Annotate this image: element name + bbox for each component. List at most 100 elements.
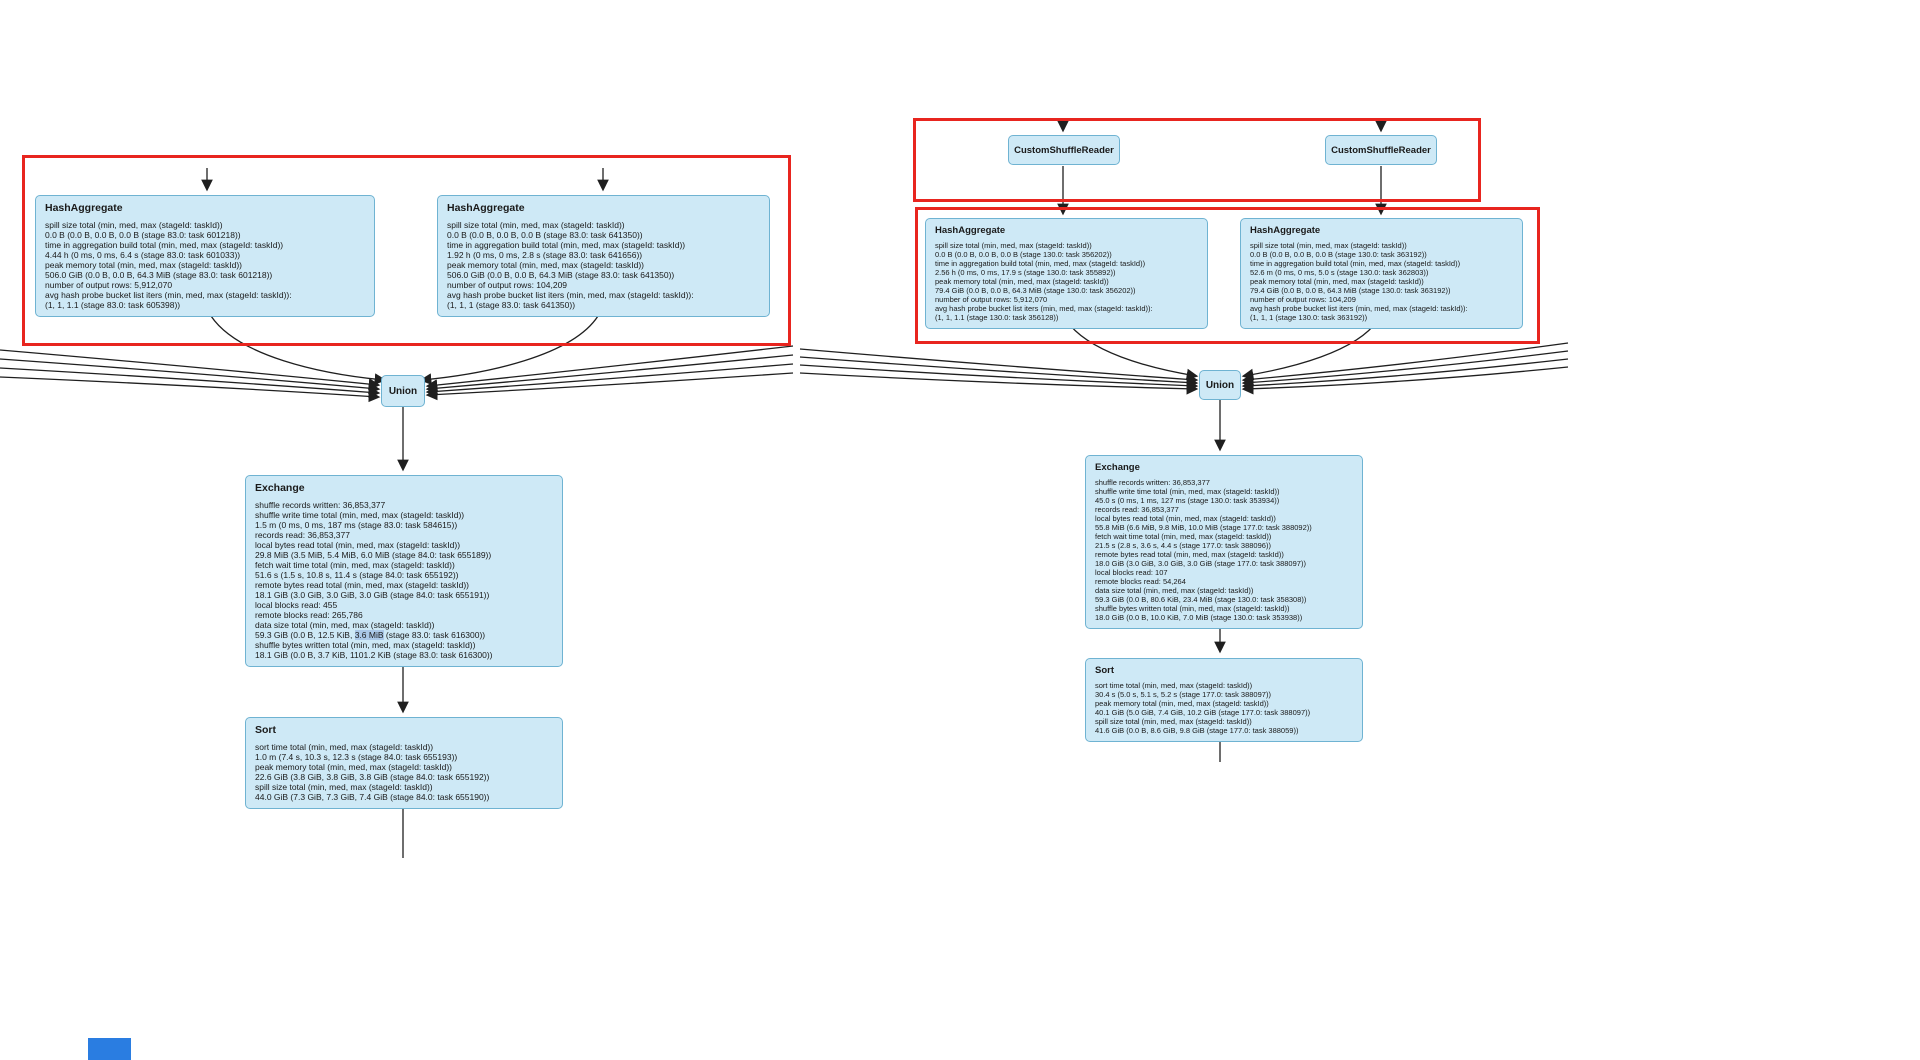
exchange-node[interactable]: Exchange shuffle records written: 36,853… — [1085, 455, 1363, 629]
metric-line: time in aggregation build total (min, me… — [447, 240, 686, 250]
metric-line: 52.6 m (0 ms, 0 ms, 5.0 s (stage 130.0: … — [1250, 268, 1429, 277]
metric-line: 1.5 m (0 ms, 0 ms, 187 ms (stage 83.0: t… — [255, 520, 458, 530]
hashaggregate-node[interactable]: HashAggregate spill size total (min, med… — [1240, 218, 1523, 329]
metric-line: peak memory total (min, med, max (stageI… — [255, 762, 452, 772]
metric-line: (1, 1, 1.1 (stage 83.0: task 605398)) — [45, 300, 181, 310]
metric-line: 22.6 GiB (3.8 GiB, 3.8 GiB, 3.8 GiB (sta… — [255, 772, 490, 782]
metric-line: 29.8 MiB (3.5 MiB, 5.4 MiB, 6.0 MiB (sta… — [255, 550, 492, 560]
metric-line: 506.0 GiB (0.0 B, 0.0 B, 64.3 MiB (stage… — [447, 270, 675, 280]
metric-line: 40.1 GiB (5.0 GiB, 7.4 GiB, 10.2 GiB (st… — [1095, 708, 1311, 717]
metric-line: local blocks read: 107 — [1095, 568, 1168, 577]
metric-line: shuffle write time total (min, med, max … — [1095, 487, 1280, 496]
metric-line: spill size total (min, med, max (stageId… — [447, 220, 625, 230]
exchange-node[interactable]: Exchange shuffle records written: 36,853… — [245, 475, 563, 667]
metric-line: 1.0 m (7.4 s, 10.3 s, 12.3 s (stage 84.0… — [255, 752, 458, 762]
metric-text: (stage 83.0: task 616300)) — [383, 630, 486, 640]
metric-line: 45.0 s (0 ms, 1 ms, 127 ms (stage 130.0:… — [1095, 496, 1280, 505]
selection-highlight: 3.6 MiB — [354, 630, 384, 640]
metric-line: local blocks read: 455 — [255, 600, 338, 610]
metric-line: time in aggregation build total (min, me… — [1250, 259, 1461, 268]
metric-line: peak memory total (min, med, max (stageI… — [45, 260, 242, 270]
node-title: Sort — [255, 724, 276, 736]
metric-line: peak memory total (min, med, max (stageI… — [1095, 699, 1269, 708]
node-title: HashAggregate — [45, 202, 123, 214]
node-metrics: sort time total (min, med, max (stageId:… — [255, 742, 553, 802]
metric-line: number of output rows: 5,912,070 — [45, 280, 173, 290]
metric-line: records read: 36,853,377 — [1095, 505, 1179, 514]
metric-line: 506.0 GiB (0.0 B, 0.0 B, 64.3 MiB (stage… — [45, 270, 273, 280]
metric-line: spill size total (min, med, max (stageId… — [935, 241, 1092, 250]
metric-line: remote blocks read: 54,264 — [1095, 577, 1186, 586]
union-node[interactable]: Union — [381, 375, 425, 407]
metric-line: shuffle bytes written total (min, med, m… — [255, 640, 476, 650]
metric-line: records read: 36,853,377 — [255, 530, 350, 540]
node-metrics: spill size total (min, med, max (stageId… — [935, 241, 1198, 322]
metric-line: local bytes read total (min, med, max (s… — [255, 540, 461, 550]
node-title: HashAggregate — [1250, 225, 1321, 236]
metric-line: 30.4 s (5.0 s, 5.1 s, 5.2 s (stage 177.0… — [1095, 690, 1271, 699]
metric-line: number of output rows: 104,209 — [1250, 295, 1356, 304]
sort-node[interactable]: Sort sort time total (min, med, max (sta… — [1085, 658, 1363, 742]
node-title: Exchange — [255, 482, 305, 494]
metric-line: avg hash probe bucket list iters (min, m… — [1250, 304, 1468, 313]
metric-line: fetch wait time total (min, med, max (st… — [1095, 532, 1272, 541]
metric-line: 55.8 MiB (6.6 MiB, 9.8 MiB, 10.0 MiB (st… — [1095, 523, 1312, 532]
metric-line: (1, 1, 1 (stage 83.0: task 641350)) — [447, 300, 576, 310]
metric-line: 59.3 GiB (0.0 B, 80.6 KiB, 23.4 MiB (sta… — [1095, 595, 1307, 604]
metric-line: number of output rows: 104,209 — [447, 280, 568, 290]
metric-line: 44.0 GiB (7.3 GiB, 7.3 GiB, 7.4 GiB (sta… — [255, 792, 490, 802]
sort-node[interactable]: Sort sort time total (min, med, max (sta… — [245, 717, 563, 809]
metric-line: shuffle records written: 36,853,377 — [255, 500, 386, 510]
metric-line: remote blocks read: 265,786 — [255, 610, 363, 620]
node-title: HashAggregate — [447, 202, 525, 214]
metric-line: spill size total (min, med, max (stageId… — [255, 782, 433, 792]
metric-line: peak memory total (min, med, max (stageI… — [1250, 277, 1424, 286]
metric-line: time in aggregation build total (min, me… — [45, 240, 284, 250]
metric-line: fetch wait time total (min, med, max (st… — [255, 560, 455, 570]
metric-line: data size total (min, med, max (stageId:… — [1095, 586, 1254, 595]
metric-text: 59.3 GiB (0.0 B, 12.5 KiB, — [255, 630, 355, 640]
metric-line: shuffle bytes written total (min, med, m… — [1095, 604, 1290, 613]
metric-line: 18.0 GiB (3.0 GiB, 3.0 GiB, 3.0 GiB (sta… — [1095, 559, 1306, 568]
metric-line: 79.4 GiB (0.0 B, 0.0 B, 64.3 MiB (stage … — [935, 286, 1136, 295]
metric-line: 18.1 GiB (3.0 GiB, 3.0 GiB, 3.0 GiB (sta… — [255, 590, 490, 600]
union-node[interactable]: Union — [1199, 370, 1241, 400]
metric-line: 4.44 h (0 ms, 0 ms, 6.4 s (stage 83.0: t… — [45, 250, 241, 260]
metric-line: 0.0 B (0.0 B, 0.0 B, 0.0 B (stage 83.0: … — [45, 230, 241, 240]
metric-line: 18.0 GiB (0.0 B, 10.0 KiB, 7.0 MiB (stag… — [1095, 613, 1303, 622]
customshufflereader-node[interactable]: CustomShuffleReader — [1008, 135, 1120, 165]
metric-line: time in aggregation build total (min, me… — [935, 259, 1146, 268]
hashaggregate-node[interactable]: HashAggregate spill size total (min, med… — [35, 195, 375, 317]
customshufflereader-node[interactable]: CustomShuffleReader — [1325, 135, 1437, 165]
metric-line: 0.0 B (0.0 B, 0.0 B, 0.0 B (stage 130.0:… — [935, 250, 1112, 259]
node-title: Sort — [1095, 665, 1114, 676]
metric-line: spill size total (min, med, max (stageId… — [1250, 241, 1407, 250]
hashaggregate-node[interactable]: HashAggregate spill size total (min, med… — [925, 218, 1208, 329]
metric-line: shuffle records written: 36,853,377 — [1095, 478, 1210, 487]
hashaggregate-node[interactable]: HashAggregate spill size total (min, med… — [437, 195, 770, 317]
node-metrics: sort time total (min, med, max (stageId:… — [1095, 681, 1353, 735]
metric-line: number of output rows: 5,912,070 — [935, 295, 1048, 304]
metric-line: (1, 1, 1 (stage 130.0: task 363192)) — [1250, 313, 1368, 322]
metric-line: avg hash probe bucket list iters (min, m… — [447, 290, 694, 300]
metric-line: 2.56 h (0 ms, 0 ms, 17.9 s (stage 130.0:… — [935, 268, 1116, 277]
metric-line: 1.92 h (0 ms, 0 ms, 2.8 s (stage 83.0: t… — [447, 250, 643, 260]
node-metrics: spill size total (min, med, max (stageId… — [447, 220, 760, 310]
metric-line: 21.5 s (2.8 s, 3.6 s, 4.4 s (stage 177.0… — [1095, 541, 1271, 550]
metric-line: (1, 1, 1.1 (stage 130.0: task 356128)) — [935, 313, 1059, 322]
metric-line: 0.0 B (0.0 B, 0.0 B, 0.0 B (stage 130.0:… — [1250, 250, 1427, 259]
metric-line: 79.4 GiB (0.0 B, 0.0 B, 64.3 MiB (stage … — [1250, 286, 1451, 295]
metric-line: spill size total (min, med, max (stageId… — [45, 220, 223, 230]
bottom-left-blue-artifact — [88, 1038, 131, 1060]
node-metrics: spill size total (min, med, max (stageId… — [1250, 241, 1513, 322]
metric-line: peak memory total (min, med, max (stageI… — [447, 260, 644, 270]
metric-line: 41.6 GiB (0.0 B, 8.6 GiB, 9.8 GiB (stage… — [1095, 726, 1299, 735]
metric-line: avg hash probe bucket list iters (min, m… — [45, 290, 292, 300]
metric-line: remote bytes read total (min, med, max (… — [1095, 550, 1284, 559]
metric-line-with-selection: 59.3 GiB (0.0 B, 12.5 KiB, 3.6 MiB (stag… — [255, 630, 553, 640]
node-metrics: spill size total (min, med, max (stageId… — [45, 220, 365, 310]
metric-line: shuffle write time total (min, med, max … — [255, 510, 465, 520]
